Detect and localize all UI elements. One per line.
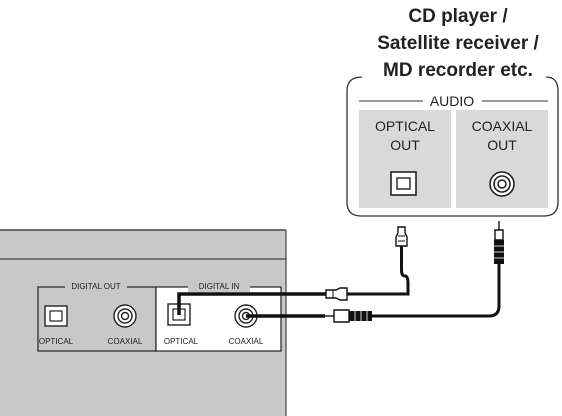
device-title-line-1: CD player / bbox=[408, 6, 508, 27]
coaxial-out-label-1: COAXIAL bbox=[472, 118, 533, 134]
receiver-panel: DIGITAL OUT OPTICAL COAXIAL DIGITAL IN bbox=[0, 229, 287, 416]
digital-out-optical-jack-icon bbox=[44, 305, 68, 327]
coaxial-out-label-2: OUT bbox=[487, 137, 517, 153]
optical-cable bbox=[177, 226, 410, 315]
audio-label: AUDIO bbox=[430, 93, 474, 109]
digital-out-optical-label: OPTICAL bbox=[39, 337, 74, 346]
optical-out-label-1: OPTICAL bbox=[375, 118, 435, 134]
digital-out-label: DIGITAL OUT bbox=[71, 282, 120, 291]
digital-in-label: DIGITAL IN bbox=[199, 282, 240, 291]
coaxial-cable bbox=[246, 221, 504, 323]
digital-in-coaxial-label: COAXIAL bbox=[229, 337, 264, 346]
optical-out-jack-icon bbox=[390, 171, 417, 196]
device-title-line-3: MD recorder etc. bbox=[383, 60, 533, 81]
coaxial-out-jack-icon bbox=[489, 171, 515, 197]
digital-out-coaxial-jack-icon bbox=[113, 304, 137, 328]
optical-out-label-2: OUT bbox=[390, 137, 420, 153]
device-title-line-2: Satellite receiver / bbox=[377, 33, 539, 54]
source-device: CD player / Satellite receiver / MD reco… bbox=[346, 6, 559, 217]
digital-out-section: DIGITAL OUT OPTICAL COAXIAL bbox=[37, 280, 157, 352]
digital-in-optical-label: OPTICAL bbox=[164, 337, 199, 346]
device-outline bbox=[346, 76, 559, 217]
digital-out-coaxial-label: COAXIAL bbox=[108, 337, 143, 346]
